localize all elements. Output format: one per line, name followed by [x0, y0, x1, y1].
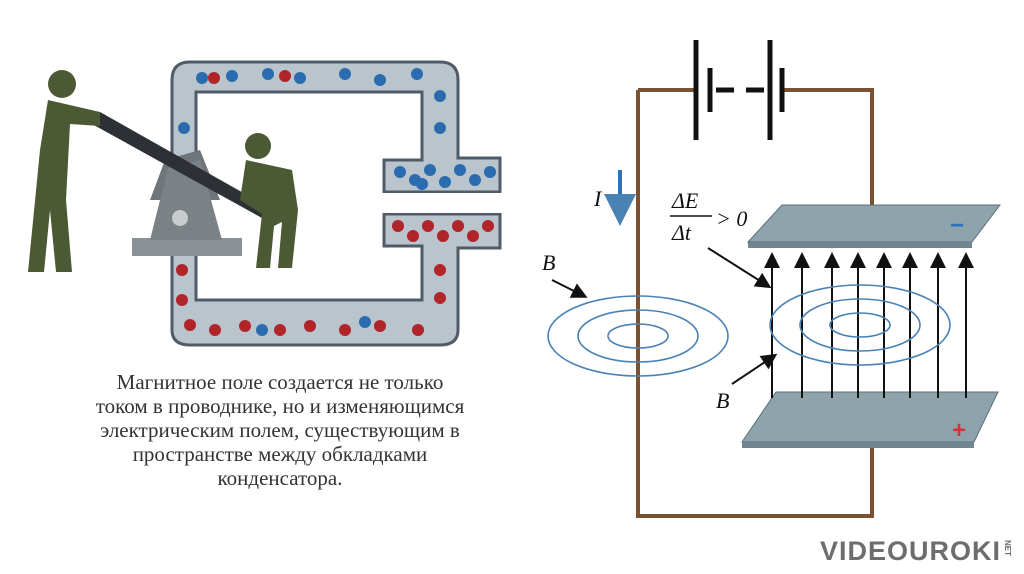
capacitor-plate-top	[746, 204, 1002, 248]
charge-row-bottom	[176, 264, 446, 336]
battery	[693, 40, 785, 140]
magnetic-loops-wire	[547, 295, 729, 377]
caption-line: конденсатора.	[217, 466, 343, 490]
circuit-wire	[636, 88, 874, 518]
electric-field-lines	[764, 252, 974, 398]
person-right	[240, 133, 298, 268]
magnetic-loops-capacitor	[769, 284, 951, 366]
pipe-loop	[170, 60, 502, 347]
current-label: I	[593, 186, 603, 211]
capacitor-gap	[380, 193, 505, 213]
caption-text: Магнитное поле создается не только током…	[40, 370, 520, 490]
caption-line: электрическим полем, существующим в	[100, 418, 460, 442]
pump-analogy-figure	[28, 60, 505, 347]
capacitor-plate-bottom	[741, 391, 999, 448]
watermark-logo: VIDEOUROKI NET	[820, 536, 1012, 570]
capacitor-circuit-figure: I − + ΔE Δt > 0 B	[542, 40, 1002, 518]
field-change-label: ΔE Δt > 0	[670, 188, 747, 245]
caption-line: током в проводнике, но и изменяющимся	[95, 394, 465, 418]
b-label-left: B	[542, 250, 555, 275]
proton-cluster-plate	[392, 220, 494, 242]
caption-line: пространстве между обкладками	[132, 442, 428, 466]
b-arrow-left	[551, 279, 588, 298]
svg-text:ΔE: ΔE	[671, 188, 699, 213]
plate-bottom-sign: +	[952, 417, 966, 444]
electron-row-top	[196, 68, 446, 134]
b-label-right: B	[716, 388, 729, 413]
b-arrow-right	[731, 353, 778, 385]
plate-top-sign: −	[950, 212, 964, 239]
electron-cluster-plate	[394, 164, 496, 190]
watermark-net: NET	[1003, 540, 1012, 556]
svg-text:> 0: > 0	[716, 206, 747, 231]
watermark-text: VIDEOUROKI	[819, 536, 1001, 566]
svg-text:Δt: Δt	[671, 220, 692, 245]
electron-left	[178, 122, 190, 134]
pump-machine	[92, 112, 270, 256]
pointer-arrow-field	[707, 247, 772, 289]
person-left	[28, 70, 100, 272]
caption-line: Магнитное поле создается не только	[116, 370, 444, 394]
